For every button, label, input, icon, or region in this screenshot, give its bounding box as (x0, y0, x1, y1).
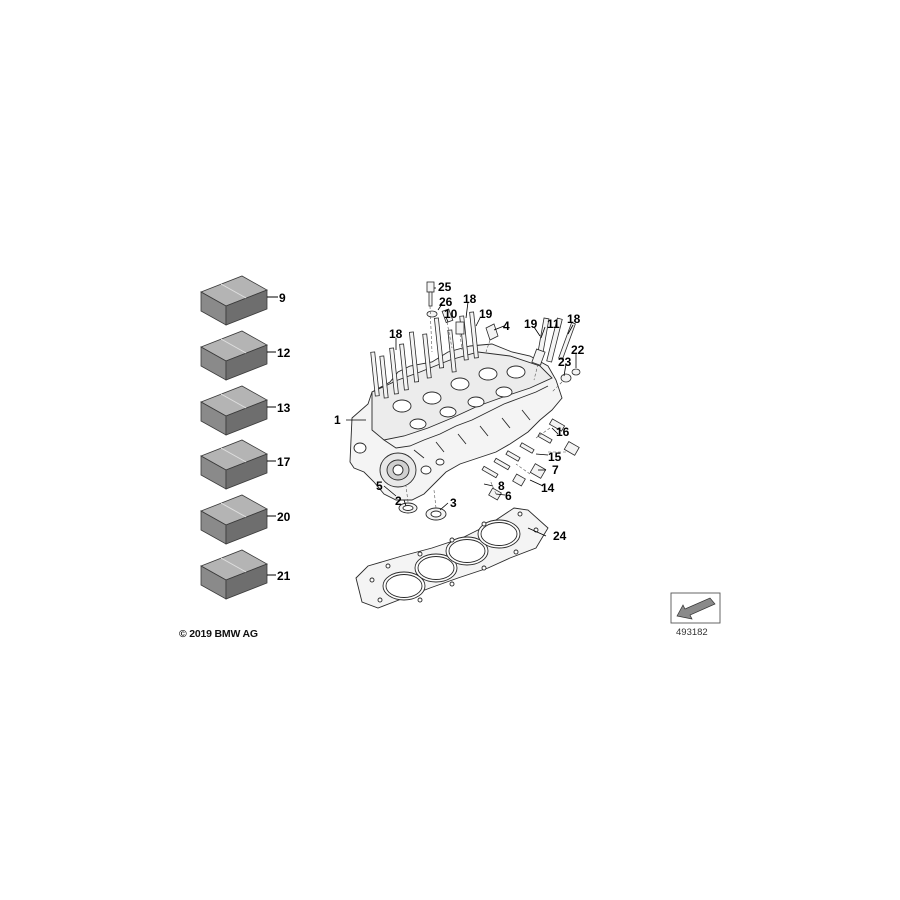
callout-19-a: 19 (479, 307, 493, 321)
side-plugs (481, 418, 580, 501)
callout-6: 6 (505, 489, 512, 503)
callout-5: 5 (376, 479, 383, 493)
callout-22: 22 (571, 343, 585, 357)
callout-10: 10 (444, 307, 458, 321)
kit-label-20: 20 (277, 510, 291, 524)
cylinder-head[interactable] (349, 343, 563, 501)
callout-3: 3 (450, 496, 457, 510)
kit-box-17[interactable]: 17 (200, 439, 291, 490)
callout-19-b: 19 (524, 317, 538, 331)
assembly-lines (405, 305, 566, 509)
kit-label-13: 13 (277, 401, 291, 415)
callout-2: 2 (395, 494, 402, 508)
head-gasket[interactable] (355, 507, 549, 609)
callout-11: 11 (547, 317, 560, 331)
view-direction-box (670, 592, 721, 624)
callout-7: 7 (552, 463, 559, 477)
copyright-text: © 2019 BMW AG (179, 628, 258, 640)
callout-8: 8 (498, 479, 505, 493)
kit-box-12[interactable]: 12 (200, 330, 291, 381)
kit-box-20[interactable]: 20 (200, 494, 291, 545)
head-bolts (370, 311, 576, 399)
callout-1: 1 (334, 413, 341, 427)
kit-box-13[interactable]: 13 (200, 385, 291, 436)
kit-label-12: 12 (277, 346, 291, 360)
arrow-icon (676, 597, 716, 620)
callout-14: 14 (541, 481, 555, 495)
callout-18-a: 18 (389, 327, 403, 341)
kit-box-9[interactable]: 9 (200, 275, 286, 326)
leader-lines (346, 287, 577, 537)
callout-23: 23 (558, 355, 572, 369)
top-fittings (426, 281, 581, 383)
callout-16: 16 (556, 425, 570, 439)
kit-box-21[interactable]: 21 (200, 549, 291, 600)
callout-26: 26 (439, 295, 453, 309)
callout-15: 15 (548, 450, 562, 464)
kit-label-9: 9 (279, 291, 286, 305)
callout-25: 25 (438, 280, 452, 294)
callout-24: 24 (553, 529, 567, 543)
seal-rings (398, 502, 447, 521)
callout-18-b: 18 (463, 292, 477, 306)
callout-4: 4 (503, 319, 510, 333)
kit-label-17: 17 (277, 455, 291, 469)
kit-label-21: 21 (277, 569, 291, 583)
callout-18-c: 18 (567, 312, 581, 326)
image-number: 493182 (676, 627, 708, 638)
callouts: 1 2 3 4 5 6 7 8 10 11 14 15 16 18 18 18 … (334, 280, 585, 543)
